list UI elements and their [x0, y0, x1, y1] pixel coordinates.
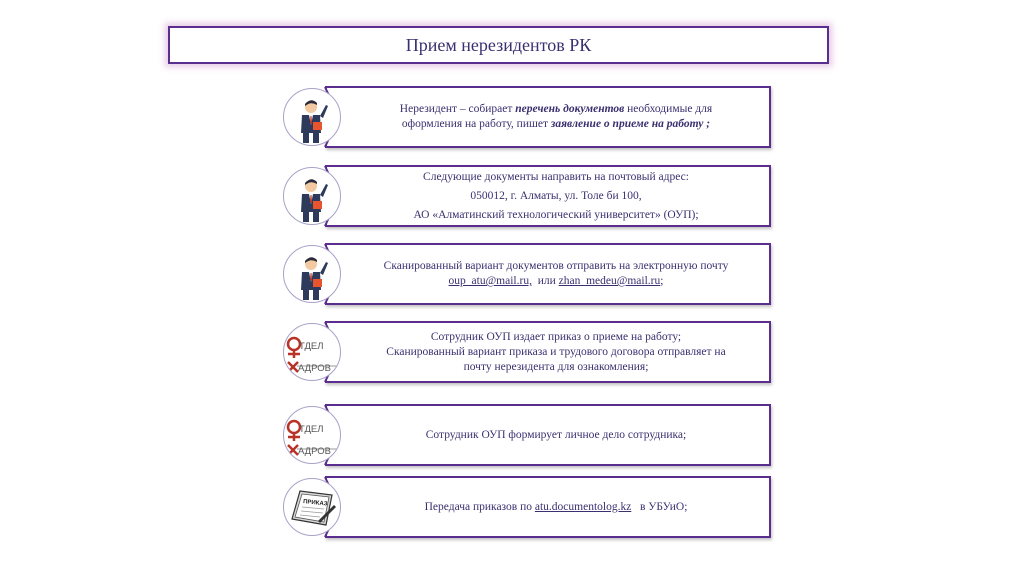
- step-4-icon-circle: ТДЕЛ АДРОВ: [283, 323, 341, 381]
- step-5: Сотрудник ОУП формирует личное дело сотр…: [283, 404, 773, 466]
- step-6-icon-circle: ПРИКАЗ: [283, 478, 341, 536]
- step-3-box: Сканированный вариант документов отправи…: [325, 243, 771, 305]
- step-4-line-2: Сканированный вариант приказа и трудовог…: [386, 345, 725, 360]
- page-title: Прием нерезидентов РК: [406, 35, 592, 56]
- step-4: Сотрудник ОУП издает приказ о приеме на …: [283, 321, 773, 383]
- step-3-line-2: oup_atu@mail.ru, или zhan_medeu@mail.ru;: [449, 274, 664, 289]
- step-3-end-text: ;: [660, 275, 663, 287]
- step-1: Нерезидент – собирает перечень документо…: [283, 86, 773, 148]
- step-5-icon-circle: ТДЕЛ АДРОВ: [283, 406, 341, 464]
- step-2-icon-circle: [283, 167, 341, 225]
- step-1-text: необходимые для: [624, 103, 712, 115]
- email-link-zhan-medeu[interactable]: zhan_medeu@mail.ru: [559, 275, 661, 287]
- step-2-address-line: 050012, г. Алматы, ул. Толе би 100,: [470, 187, 641, 206]
- businessman-icon: [284, 89, 341, 146]
- step-2: Следующие документы направить на почтовы…: [283, 165, 773, 227]
- step-3-or-text: или: [532, 275, 559, 287]
- step-1-line-2: оформления на работу, пишет заявление о …: [402, 117, 710, 132]
- logo-text-bottom: АДРОВ: [298, 363, 331, 374]
- step-1-line-1: Нерезидент – собирает перечень документо…: [400, 102, 712, 117]
- step-3-line-1: Сканированный вариант документов отправи…: [384, 259, 729, 274]
- step-4-box: Сотрудник ОУП издает приказ о приеме на …: [325, 321, 771, 383]
- businessman-icon: [284, 246, 341, 303]
- step-5-line-1: Сотрудник ОУП формирует личное дело сотр…: [426, 428, 686, 443]
- order-document-icon: ПРИКАЗ: [284, 479, 341, 536]
- logo-text-bottom: АДРОВ: [298, 446, 331, 457]
- step-1-icon-circle: [283, 88, 341, 146]
- step-1-text: оформления на работу, пишет: [402, 118, 551, 130]
- step-3-icon-circle: [283, 245, 341, 303]
- step-6-box: Передача приказов по atu.documentolog.kz…: [325, 476, 771, 538]
- step-2-box: Следующие документы направить на почтовы…: [325, 165, 771, 227]
- businessman-icon: [284, 168, 341, 225]
- step-6-text-end: в УБУиО;: [631, 501, 687, 513]
- step-1-box: Нерезидент – собирает перечень документо…: [325, 86, 771, 148]
- hr-department-logo: ТДЕЛ АДРОВ: [284, 407, 341, 464]
- step-6-line-1: Передача приказов по atu.documentolog.kz…: [425, 500, 688, 515]
- logo-text-top: ТДЕЛ: [299, 424, 324, 435]
- step-3: Сканированный вариант документов отправи…: [283, 243, 773, 305]
- hr-department-logo: ТДЕЛ АДРОВ: [284, 324, 341, 381]
- email-link-oup[interactable]: oup_atu@mail.ru,: [449, 275, 532, 287]
- step-6: Передача приказов по atu.documentolog.kz…: [283, 476, 773, 538]
- step-6-text: Передача приказов по: [425, 501, 535, 513]
- step-4-line-1: Сотрудник ОУП издает приказ о приеме на …: [431, 330, 681, 345]
- title-box: Прием нерезидентов РК: [168, 26, 829, 64]
- step-5-box: Сотрудник ОУП формирует личное дело сотр…: [325, 404, 771, 466]
- step-1-emphasis-application: заявление о приеме на работу ;: [551, 118, 710, 130]
- step-1-text: Нерезидент – собирает: [400, 103, 515, 115]
- step-2-organization-line: АО «Алматинский технологический универси…: [413, 206, 698, 225]
- documentolog-link[interactable]: atu.documentolog.kz: [535, 501, 631, 513]
- logo-text-top: ТДЕЛ: [299, 341, 324, 352]
- step-4-line-3: почту нерезидента для ознакомления;: [464, 360, 649, 375]
- step-2-line-1: Следующие документы направить на почтовы…: [423, 168, 689, 187]
- step-1-emphasis-documents: перечень документов: [515, 103, 624, 115]
